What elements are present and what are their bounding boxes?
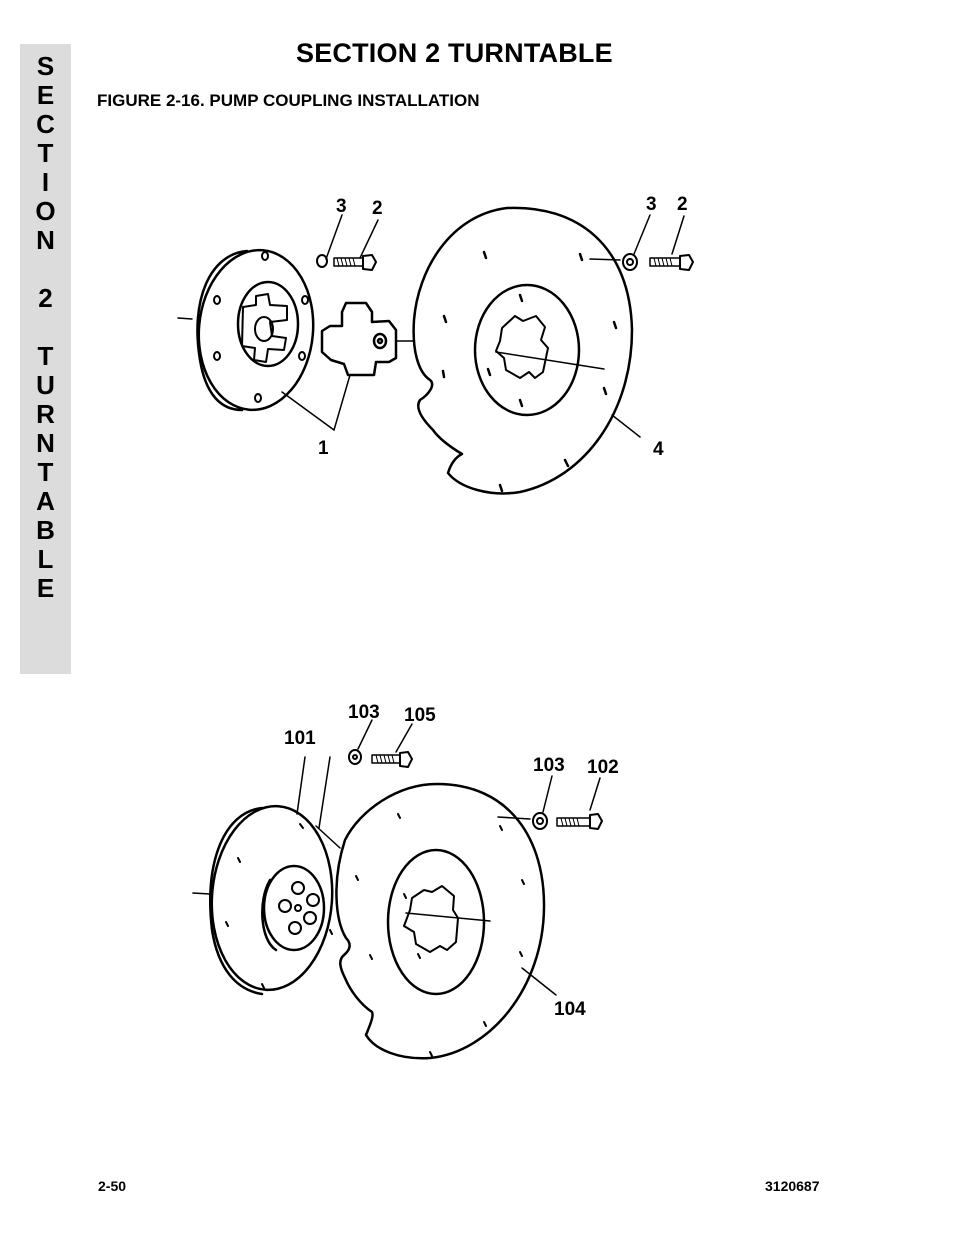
side-letter: B bbox=[36, 515, 55, 545]
side-letter: T bbox=[37, 457, 54, 487]
callout-105: 105 bbox=[404, 705, 436, 726]
callout-2-upper-right: 2 bbox=[677, 194, 688, 215]
side-letter: R bbox=[36, 399, 55, 429]
side-letter: C bbox=[36, 109, 55, 139]
side-letter: N bbox=[36, 225, 55, 255]
callout-1: 1 bbox=[318, 438, 329, 459]
flywheel-plate-upper bbox=[412, 206, 641, 495]
lower-drawing: 101 103 105 103 102 104 bbox=[192, 702, 619, 1060]
callout-103-left: 103 bbox=[348, 702, 380, 723]
callout-103-right: 103 bbox=[533, 755, 565, 776]
side-letter: T bbox=[37, 341, 54, 371]
flywheel-plate-lower bbox=[335, 782, 557, 1060]
callout-102: 102 bbox=[587, 757, 619, 778]
side-letter: E bbox=[36, 573, 55, 603]
side-letter: L bbox=[37, 544, 54, 574]
document-number: 3120687 bbox=[765, 1178, 820, 1194]
side-letter: T bbox=[37, 138, 54, 168]
side-letter: I bbox=[41, 167, 50, 197]
hub-disc bbox=[192, 804, 341, 996]
callout-104: 104 bbox=[554, 999, 586, 1020]
callout-2-upper-left: 2 bbox=[372, 198, 383, 219]
side-letter: O bbox=[35, 196, 56, 226]
side-letter: U bbox=[36, 370, 55, 400]
bolt-left-upper bbox=[316, 214, 379, 271]
callout-4: 4 bbox=[653, 439, 664, 460]
upper-drawing: 3 2 3 2 1 4 bbox=[177, 194, 694, 495]
side-letter: E bbox=[36, 80, 55, 110]
jaw-insert bbox=[320, 301, 415, 377]
callout-101: 101 bbox=[284, 728, 316, 749]
section-side-tab: S E C T I O N 2 T U R N T A B L E bbox=[20, 44, 71, 674]
side-letter: N bbox=[36, 428, 55, 458]
bolt-right-lower bbox=[497, 775, 603, 830]
bolt-right-upper bbox=[589, 214, 694, 271]
callout-3-upper-left: 3 bbox=[336, 196, 347, 217]
side-tab-letters: S E C T I O N 2 T U R N T A B L E bbox=[20, 52, 71, 603]
page-title: SECTION 2 TURNTABLE bbox=[296, 38, 613, 68]
page-number: 2-50 bbox=[98, 1178, 127, 1194]
side-letter: 2 bbox=[38, 283, 53, 313]
figure-caption: FIGURE 2-16. PUMP COUPLING INSTALLATION bbox=[97, 91, 480, 110]
side-letter: S bbox=[36, 51, 55, 81]
bolt-left-lower bbox=[348, 719, 413, 768]
callout-3-upper-right: 3 bbox=[646, 194, 657, 215]
coupling-disc bbox=[177, 248, 315, 412]
side-letter: A bbox=[36, 486, 55, 516]
